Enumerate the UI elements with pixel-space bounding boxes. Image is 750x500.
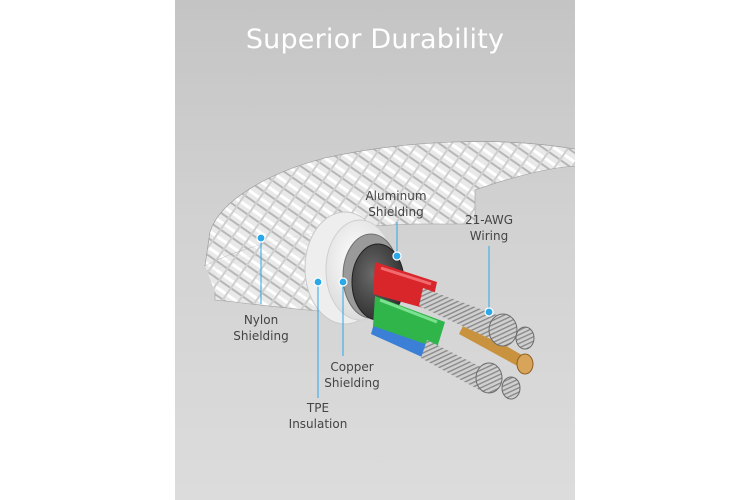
callout-dots <box>256 233 494 317</box>
copper-callout-dot <box>338 277 348 287</box>
aluminum-shielding-label: Aluminum Shielding <box>365 189 427 219</box>
nylon-callout-dot <box>256 233 266 243</box>
tpe-insulation-label: TPE Insulation <box>288 401 348 431</box>
callout-lines <box>260 222 490 398</box>
awg-wiring-label: 21-AWG Wiring <box>464 213 514 243</box>
conductor-strands <box>419 288 535 400</box>
nylon-shielding-label: Nylon Shielding <box>233 313 289 343</box>
aluminum-callout-dot <box>392 251 402 261</box>
image-title: Superior Durability <box>245 24 505 55</box>
copper-shielding-label: Copper Shielding <box>324 360 380 390</box>
tpe-callout-dot <box>313 277 323 287</box>
image-panel: Superior Durability <box>175 0 575 500</box>
cable-cross-section-illustration <box>204 141 575 400</box>
nylon-braid <box>204 141 575 317</box>
wiring-callout-dot <box>484 307 494 317</box>
